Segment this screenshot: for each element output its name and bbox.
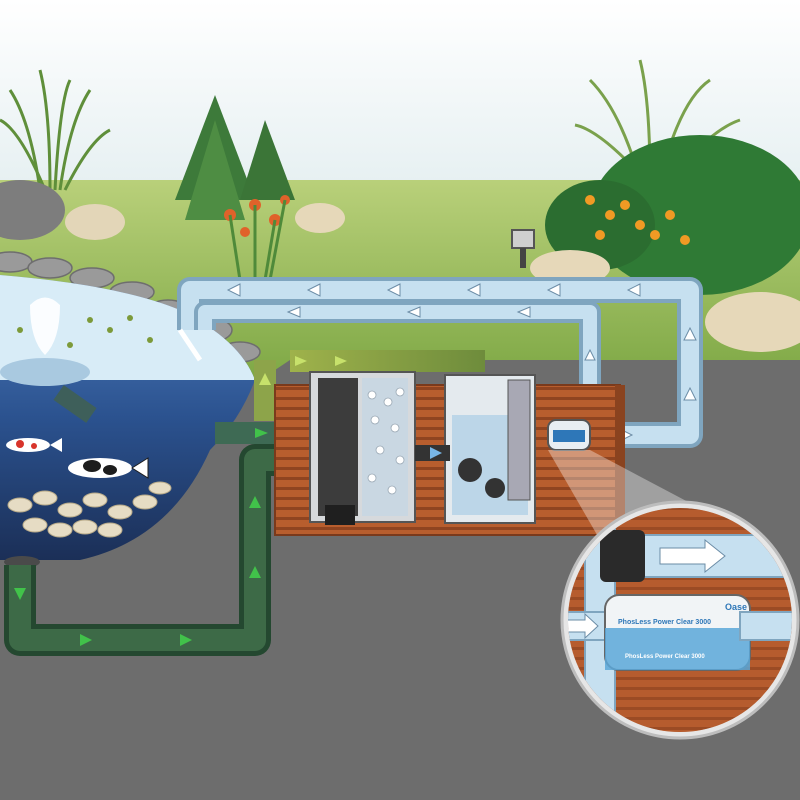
background-plants [0,59,800,352]
pump-chamber [415,374,536,524]
multi-chamber-filter [309,371,416,525]
cartridge-product-line: PhosLess Power Clear 3000 [618,619,711,626]
cartridge-product-name-small: PhosLess Power Clear 3000 [625,654,705,660]
phosless-cartridge [547,419,591,451]
cartridge-brand: Oase [725,602,747,612]
koi-fish-1 [6,438,62,452]
intake-pipe [4,444,310,656]
magnifier-detail: Oase PhosLess Power Clear 3000 PhosLess … [560,500,800,740]
koi-fish-2 [68,457,149,479]
